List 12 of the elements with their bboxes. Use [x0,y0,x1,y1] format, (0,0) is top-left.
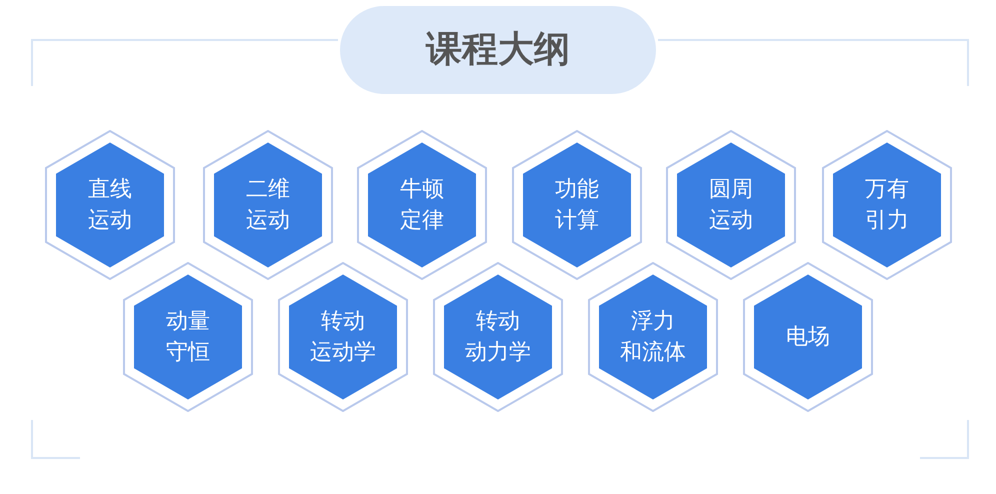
hexagon-label: 浮力和流体 [620,308,686,367]
hexagon-label: 功能计算 [555,176,599,235]
hexagon-label: 转动动力学 [465,308,531,367]
hexagon-label: 二维运动 [246,176,290,235]
hexagon-label: 转动运动学 [310,308,376,367]
hexagon-label: 动量守恒 [166,308,210,367]
hexagon-label: 牛顿定律 [400,176,444,235]
hexagon-label: 电场 [786,324,830,352]
hexagon-label: 直线运动 [88,176,132,235]
title-banner: 课程大纲 [340,6,656,94]
hexagon-label: 圆周运动 [709,176,753,235]
hexagon-label: 万有引力 [865,176,909,235]
